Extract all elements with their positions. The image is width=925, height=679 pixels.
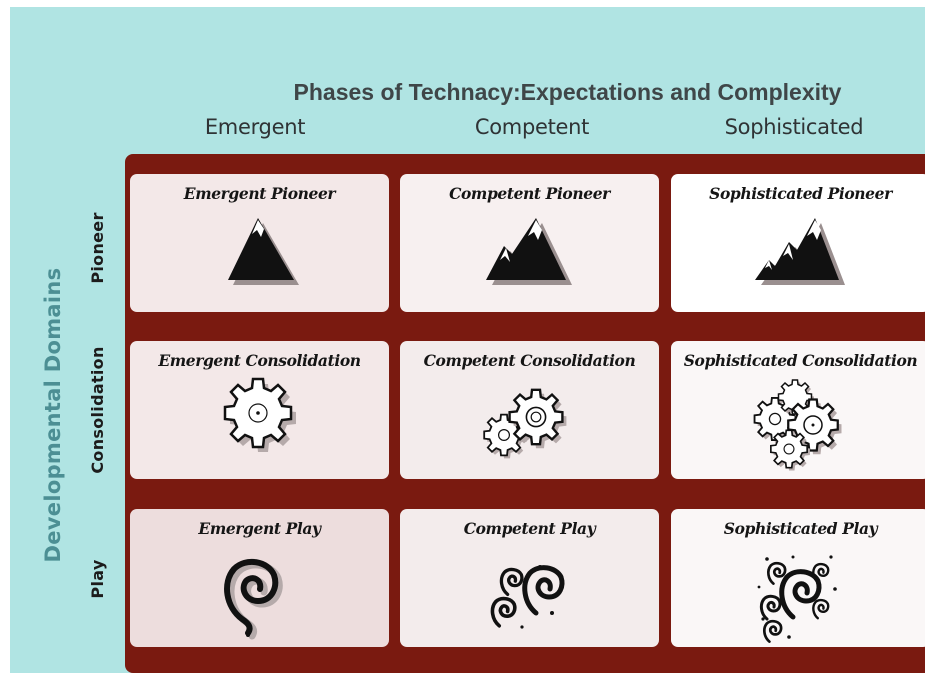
gear-icon [483,388,567,459]
spiral-icon [224,558,283,640]
cell-sophisticated-play: Sophisticated Play [671,509,925,647]
cell-sophisticated-pioneer: Sophisticated Pioneer [671,174,925,312]
cell-emergent-play: Emergent Play [130,509,389,647]
developmental-domains-label: Developmental Domains [41,267,65,563]
cell-title: Sophisticated Consolidation [683,351,918,370]
cell-title: Competent Consolidation [423,351,636,370]
cell-title: Emergent Pioneer [183,184,336,203]
cell-emergent-consolidation: Emergent Consolidation [130,341,389,479]
cell-title: Sophisticated Pioneer [709,184,892,203]
column-header-competent: Competent [474,115,590,139]
column-header-emergent: Emergent [204,115,306,139]
cell-competent-consolidation: Competent Consolidation [400,341,659,479]
diagram-title: Phases of Technacy:Expectations and Comp… [293,79,842,105]
cell-title: Emergent Consolidation [158,351,361,370]
cell-competent-play: Competent Play [400,509,659,647]
cell-title: Sophisticated Play [723,519,878,538]
cell-emergent-pioneer: Emergent Pioneer [130,174,389,312]
spiral-icon [757,555,837,643]
mountain-icon [755,218,845,285]
gear-icon [753,379,842,471]
column-header-sophisticated: Sophisticated [724,115,864,139]
diagram-frame: Phases of Technacy:Expectations and Comp… [10,7,925,673]
spiral-icon [490,565,565,629]
cell-competent-pioneer: Competent Pioneer [400,174,659,312]
cell-sophisticated-consolidation: Sophisticated Consolidation [671,341,925,479]
mountain-icon [228,218,299,285]
cell-title: Competent Play [463,519,596,538]
cell-title: Competent Pioneer [449,184,610,203]
mountain-icon [486,218,572,285]
cell-title: Emergent Play [198,519,321,538]
row-label-play: Play [88,559,107,599]
gear-icon [223,377,296,452]
matrix-panel: Emergent Pioneer Competent Pioneer [125,154,925,673]
